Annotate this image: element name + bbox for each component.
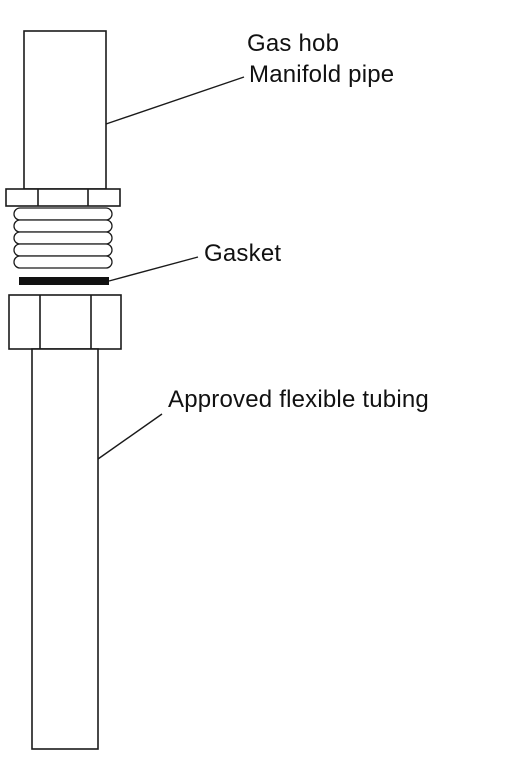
tubing-label: Approved flexible tubing xyxy=(168,386,429,413)
manifold-leader-line xyxy=(105,76,245,125)
manifold-hex-nut xyxy=(5,188,121,207)
manifold-pipe xyxy=(23,30,107,190)
gasket xyxy=(19,277,109,285)
gasket-leader-line xyxy=(108,256,199,282)
gasket-label: Gasket xyxy=(204,240,282,267)
tubing-union-nut xyxy=(8,294,122,350)
threaded-section xyxy=(13,207,113,269)
tubing-leader-line xyxy=(97,413,163,460)
manifold-label-line2: Manifold pipe xyxy=(249,61,395,88)
manifold-label-line1: Gas hob xyxy=(247,30,340,57)
flexible-tubing xyxy=(31,348,99,750)
